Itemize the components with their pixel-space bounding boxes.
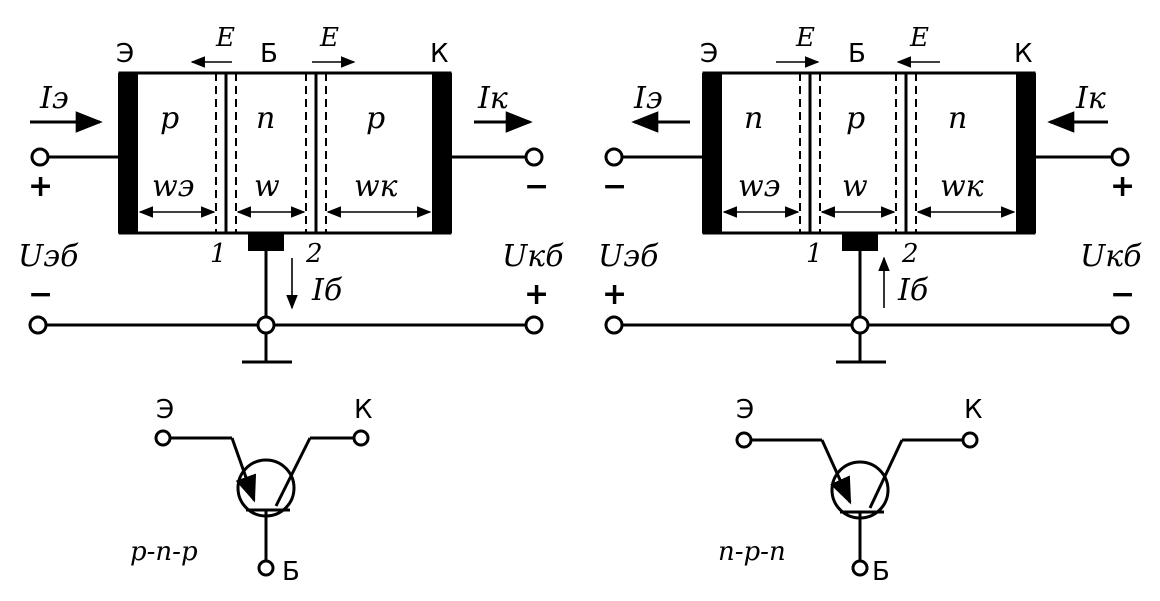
- pnp-eb-sign: −: [28, 277, 53, 312]
- npn-symbol-emitter-terminal: [735, 431, 753, 449]
- npn-symbol-collector-line: [868, 439, 904, 509]
- npn-eb-sign: +: [602, 277, 627, 312]
- pnp-voltage-eb: Uэб: [18, 239, 79, 274]
- npn-collector-current: Iк: [1075, 81, 1106, 116]
- pnp-symbol-base: Б: [282, 557, 300, 587]
- pnp-base-label: Б: [260, 39, 278, 69]
- npn-symbol-base: Б: [872, 557, 890, 587]
- pnp-region-left: p: [160, 101, 179, 136]
- pnp-emitter-label: Э: [116, 39, 134, 69]
- pnp-junction1-number: 1: [210, 239, 227, 269]
- npn-symbol: Э К Б n-p-n: [718, 395, 982, 587]
- npn-emitter-terminal: [604, 147, 624, 167]
- npn-rail-terminal-left: [604, 315, 624, 335]
- pnp-symbol-emitter-arrow: [230, 437, 257, 503]
- pnp-collector-current: Iк: [477, 81, 508, 116]
- pnp-field-right: E: [319, 23, 339, 53]
- npn-collector-terminal: [1110, 147, 1130, 167]
- pnp-collector-label: К: [430, 39, 448, 69]
- npn-crystal-body: [702, 71, 1036, 235]
- pnp-symbol-emitter-terminal: [154, 429, 172, 447]
- pnp-symbol-collector-terminal: [352, 429, 370, 447]
- pnp-region-mid: n: [256, 101, 275, 136]
- pnp-symbol-collector: К: [354, 395, 372, 425]
- npn-voltage-eb: Uэб: [598, 239, 659, 274]
- npn-kb-sign: −: [1110, 277, 1135, 312]
- pnp-rail-terminal-right: [524, 315, 544, 335]
- pnp-symbol: Э К Б p-n-p: [130, 395, 372, 587]
- npn-collector-sign: +: [1110, 169, 1135, 204]
- pnp-symbol-collector-line: [274, 437, 312, 507]
- pnp-base-contact: [248, 233, 284, 251]
- pnp-width-collector: wк: [354, 169, 398, 204]
- npn-base-label: Б: [848, 39, 866, 69]
- pnp-emitter-sign: +: [28, 169, 53, 204]
- pnp-region-right: p: [366, 101, 385, 136]
- pnp-kb-sign: +: [524, 277, 549, 312]
- pnp-symbol-base-terminal: [257, 559, 275, 577]
- npn-junction2-number: 2: [901, 239, 919, 269]
- pnp-width-base: w: [254, 169, 280, 204]
- npn-voltage-kb: Uкб: [1080, 239, 1142, 274]
- pnp-crystal-body: [118, 71, 452, 235]
- pnp-emitter-terminal: [30, 147, 50, 167]
- pnp-type-label: p-n-p: [130, 537, 198, 567]
- pnp-rail-terminal-left: [28, 315, 48, 335]
- npn-structure: n p n wэ w wк Э Б К E E Iэ Iк − + 1 2 Iб…: [598, 23, 1142, 364]
- npn-width-base: w: [842, 169, 868, 204]
- npn-symbol-emitter-arrow: [820, 439, 852, 505]
- npn-rail-terminal-right: [1110, 315, 1130, 335]
- npn-collector-label: К: [1014, 39, 1032, 69]
- pnp-symbol-emitter: Э: [156, 395, 174, 425]
- npn-symbol-emitter: Э: [736, 395, 754, 425]
- npn-field-right: E: [909, 23, 929, 53]
- pnp-structure: p n p wэ w wк Э Б К E E Iэ Iк + − 1 2: [18, 23, 564, 364]
- npn-symbol-base-terminal: [851, 559, 869, 577]
- pnp-collector-contact: [432, 73, 452, 233]
- npn-emitter-sign: −: [602, 169, 627, 204]
- npn-base-current: Iб: [897, 273, 929, 308]
- pnp-collector-terminal: [524, 147, 544, 167]
- npn-collector-contact: [1016, 73, 1036, 233]
- npn-symbol-collector: К: [964, 395, 982, 425]
- npn-field-left: E: [795, 23, 815, 53]
- npn-emitter-contact: [702, 73, 722, 233]
- npn-emitter-label: Э: [700, 39, 718, 69]
- pnp-voltage-kb: Uкб: [502, 239, 564, 274]
- pnp-ground-node: [256, 315, 276, 335]
- npn-base-contact: [842, 233, 878, 251]
- pnp-base-current: Iб: [311, 273, 343, 308]
- npn-width-emitter: wэ: [738, 169, 780, 204]
- npn-width-collector: wк: [940, 169, 984, 204]
- npn-junction1-number: 1: [806, 239, 823, 269]
- pnp-width-emitter: wэ: [152, 169, 194, 204]
- npn-type-label: n-p-n: [718, 537, 786, 567]
- npn-ground-node: [850, 315, 870, 335]
- pnp-emitter-contact: [118, 73, 138, 233]
- npn-region-left: n: [744, 101, 763, 136]
- pnp-emitter-current: Iэ: [39, 81, 69, 116]
- pnp-collector-sign: −: [524, 169, 549, 204]
- npn-emitter-current: Iэ: [633, 81, 663, 116]
- npn-symbol-collector-terminal: [961, 431, 979, 449]
- npn-region-mid: p: [846, 101, 865, 136]
- npn-region-right: n: [948, 101, 967, 136]
- pnp-junction2-number: 2: [305, 239, 323, 269]
- pnp-field-left: E: [215, 23, 235, 53]
